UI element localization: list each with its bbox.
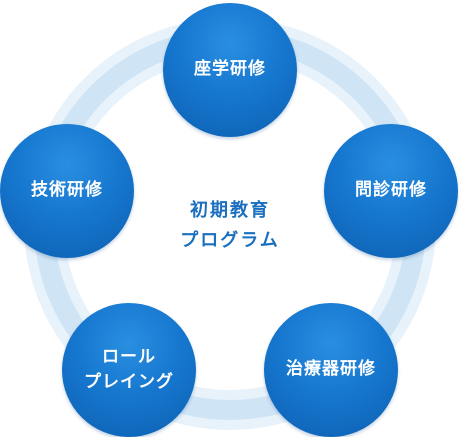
node-technical-training: 技術研修 [0, 124, 134, 258]
center-title-line1: 初期教育 [190, 200, 270, 221]
node-treatment-device-training: 治療器研修 [264, 303, 398, 437]
node-label: 技術研修 [31, 180, 103, 201]
node-label: 問診研修 [355, 180, 427, 201]
center-title: 初期教育 プログラム [140, 196, 320, 255]
center-title-line2: プログラム [180, 229, 280, 251]
node-role-playing: ロール プレイング [62, 303, 196, 437]
node-label: ロール プレイング [84, 346, 174, 393]
node-classroom-training: 座学研修 [163, 3, 297, 137]
node-interview-training: 問診研修 [324, 124, 458, 258]
node-label: 座学研修 [194, 59, 266, 80]
node-label: 治療器研修 [286, 359, 376, 380]
